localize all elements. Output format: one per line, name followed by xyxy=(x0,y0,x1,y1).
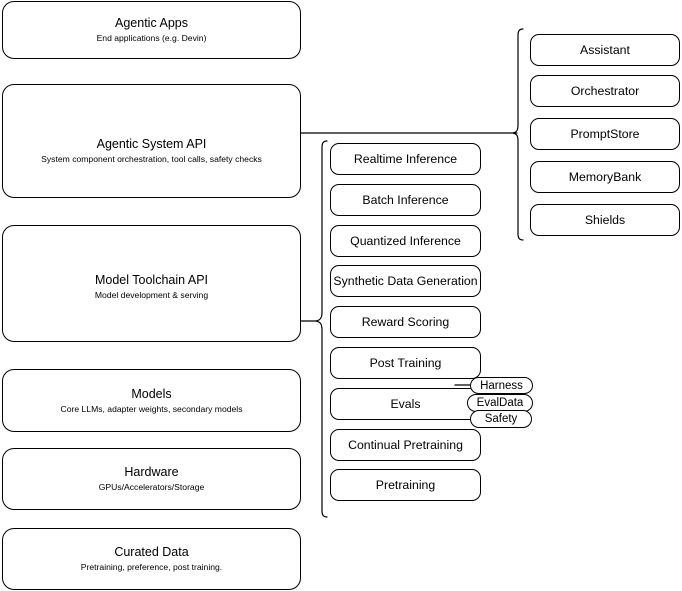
middle-brace xyxy=(315,140,328,518)
layer-title: Models xyxy=(131,386,172,401)
capability-box-synthetic-data-generation[interactable]: Synthetic Data Generation xyxy=(330,265,481,297)
capability-box-batch-inference[interactable]: Batch Inference xyxy=(330,184,481,216)
evals-tag-harness[interactable]: Harness xyxy=(470,377,533,394)
layer-subtitle: System component orchestration, tool cal… xyxy=(41,154,262,164)
layer-subtitle: Model development & serving xyxy=(94,289,209,300)
capability-box-reward-scoring[interactable]: Reward Scoring xyxy=(330,306,481,338)
layer-box-curated-data[interactable]: Curated Data Pretraining, preference, po… xyxy=(2,528,301,590)
layer-box-agentic-apps[interactable]: Agentic Apps End applications (e.g. Devi… xyxy=(2,1,301,59)
layer-subtitle: Core LLMs, adapter weights, secondary mo… xyxy=(60,403,243,414)
layer-title: Agentic System API xyxy=(96,137,207,151)
component-box-orchestrator[interactable]: Orchestrator xyxy=(530,75,680,107)
layer-title: Agentic Apps xyxy=(115,16,188,30)
layer-title: Model Toolchain API xyxy=(94,272,209,287)
capability-box-evals[interactable]: Evals xyxy=(330,388,481,420)
capability-box-continual-pretraining[interactable]: Continual Pretraining xyxy=(330,429,481,461)
layer-subtitle: Pretraining, preference, post training. xyxy=(80,562,223,572)
layer-box-model-toolchain-api[interactable]: Model Toolchain API Model development & … xyxy=(2,225,301,342)
layer-box-agentic-system-api[interactable]: Agentic System API System component orch… xyxy=(2,84,301,198)
layer-title: Curated Data xyxy=(114,545,189,559)
capability-box-realtime-inference[interactable]: Realtime Inference xyxy=(330,143,481,175)
layer-subtitle: GPUs/Accelerators/Storage xyxy=(98,482,205,492)
component-box-promptstore[interactable]: PromptStore xyxy=(530,118,680,150)
capability-box-pretraining[interactable]: Pretraining xyxy=(330,469,481,501)
layer-box-hardware[interactable]: Hardware GPUs/Accelerators/Storage xyxy=(2,448,301,510)
layer-title: Hardware xyxy=(124,465,179,479)
evals-tag-evaldata[interactable]: EvalData xyxy=(467,394,533,412)
layer-box-models[interactable]: Models Core LLMs, adapter weights, secon… xyxy=(2,369,301,432)
component-box-assistant[interactable]: Assistant xyxy=(530,34,680,66)
component-box-memorybank[interactable]: MemoryBank xyxy=(530,161,680,193)
right-brace xyxy=(512,28,524,241)
evals-tag-safety[interactable]: Safety xyxy=(470,410,532,428)
layer-subtitle: End applications (e.g. Devin) xyxy=(96,33,207,43)
capability-box-post-training[interactable]: Post Training xyxy=(330,347,481,379)
component-box-shields[interactable]: Shields xyxy=(530,204,680,236)
capability-box-quantized-inference[interactable]: Quantized Inference xyxy=(330,225,481,257)
